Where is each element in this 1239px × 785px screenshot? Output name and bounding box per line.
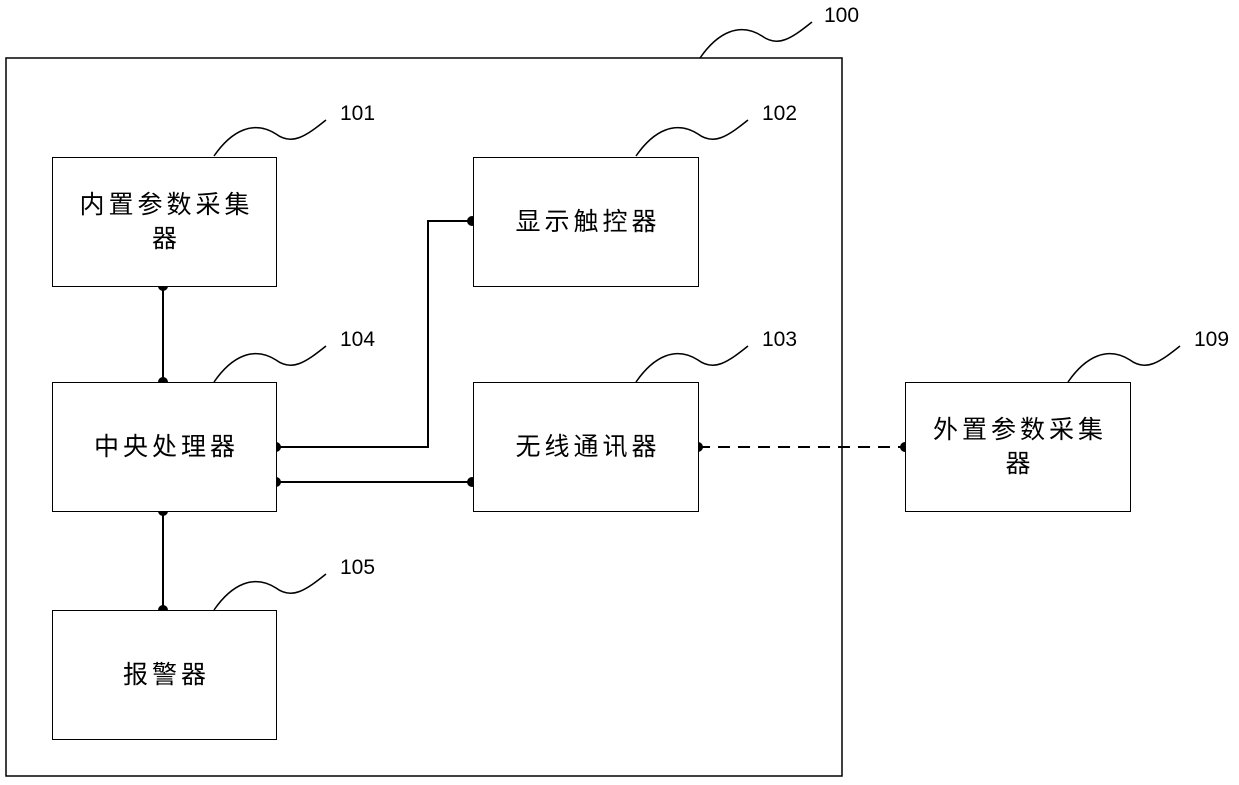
block-wireless-comm: 无线通讯器	[473, 382, 699, 512]
block-label: 内置参数采集器	[68, 188, 262, 256]
block-touch-display: 显示触控器	[473, 157, 699, 287]
leader-103	[636, 346, 748, 382]
block-external-collector: 外置参数采集器	[905, 382, 1131, 512]
block-label: 显示触控器	[511, 205, 660, 239]
ref-label-101: 101	[340, 102, 375, 126]
leader-102	[636, 120, 748, 156]
block-label: 外置参数采集器	[921, 413, 1115, 481]
block-label: 中央处理器	[90, 430, 239, 464]
ref-label-104: 104	[340, 328, 375, 352]
leader-105	[214, 574, 326, 610]
block-label: 报警器	[119, 658, 210, 692]
block-label: 无线通讯器	[511, 430, 660, 464]
ref-label-103: 103	[762, 328, 797, 352]
ref-label-105: 105	[340, 556, 375, 580]
leader-100	[700, 22, 812, 58]
ref-label-100: 100	[824, 4, 859, 28]
leader-101	[214, 120, 326, 156]
block-builtin-collector: 内置参数采集器	[52, 157, 277, 287]
ref-label-102: 102	[762, 102, 797, 126]
block-cpu: 中央处理器	[52, 382, 277, 512]
leader-109	[1068, 346, 1180, 382]
ref-label-109: 109	[1194, 328, 1229, 352]
leader-104	[214, 346, 326, 382]
block-alarm: 报警器	[52, 610, 277, 740]
